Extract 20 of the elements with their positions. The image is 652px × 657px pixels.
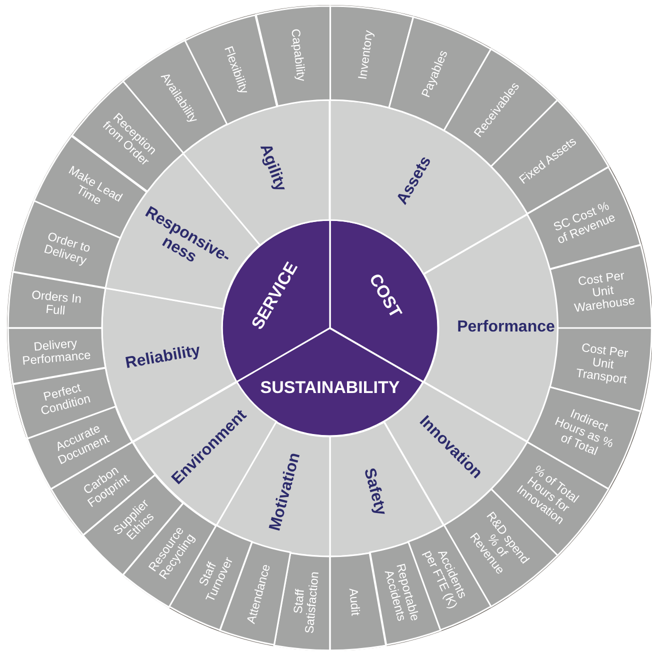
metric-segment <box>256 6 330 106</box>
metric-segment <box>8 328 106 384</box>
category-label: Reliability <box>124 342 202 372</box>
metric-segment <box>8 272 106 328</box>
metric-label: Staff Satisfaction <box>290 570 322 636</box>
category-label: Performance <box>457 320 555 336</box>
metric-label: Cost Per Unit Warehouse <box>572 268 636 316</box>
category-label: Safety <box>360 466 388 518</box>
metric-segment <box>330 6 414 108</box>
metric-label: Inventory <box>354 28 376 83</box>
category-label: Agility <box>256 142 288 194</box>
metric-label: Audit <box>345 586 364 618</box>
core-segment <box>330 220 438 382</box>
metric-label: Delivery Performance <box>20 336 92 368</box>
core-label: SUSTAINABILITY <box>260 378 400 398</box>
metric-segment <box>330 552 386 650</box>
metric-label: Cost Per Unit Transport <box>574 340 630 388</box>
metric-label: Orders In Full <box>30 288 84 320</box>
metric-label: Perfect Condition <box>38 380 94 420</box>
metric-label: Capability <box>288 26 309 84</box>
